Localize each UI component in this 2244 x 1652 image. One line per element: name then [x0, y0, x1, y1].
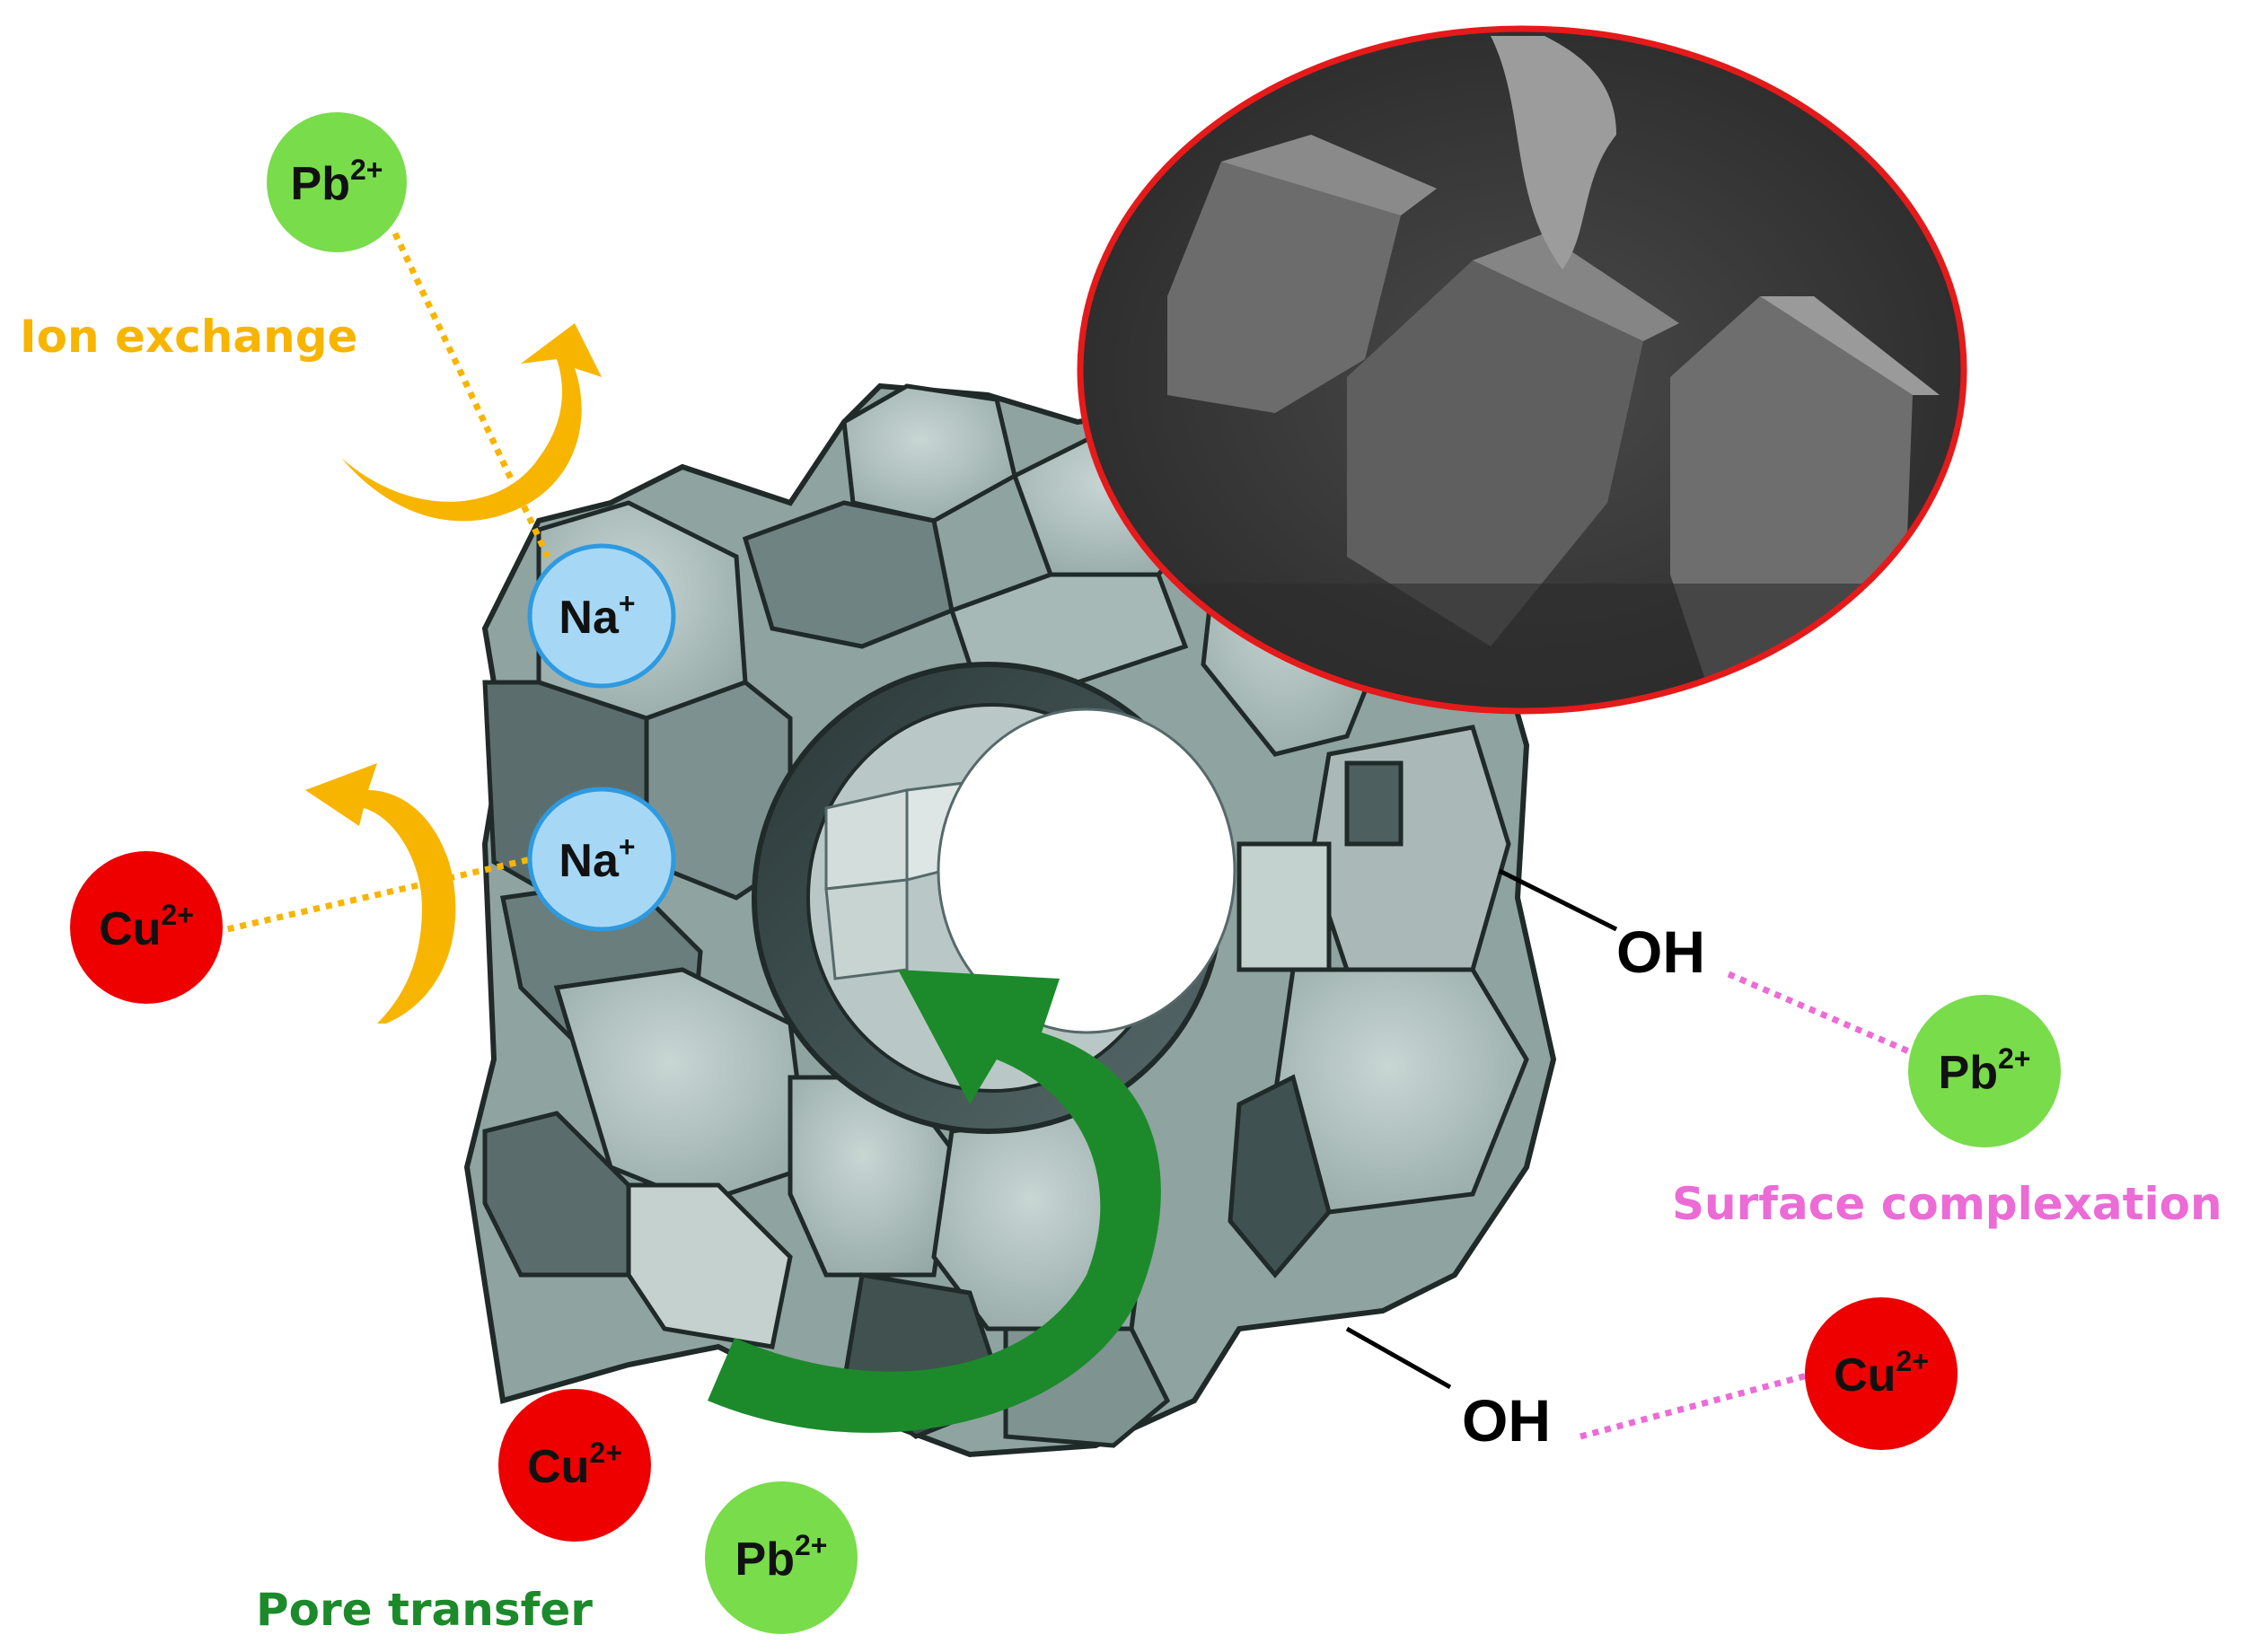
ion-pb-bottom: Pb2+ — [705, 1481, 858, 1634]
oh-label-lower: OH — [1462, 1387, 1551, 1454]
ion-exchange-arrow-in — [305, 763, 456, 1024]
svg-text:Pb2+: Pb2+ — [291, 154, 383, 210]
ion-charge: + — [619, 830, 636, 863]
sem-crystal — [1221, 135, 1437, 215]
ion-charge: 2+ — [1896, 1345, 1928, 1377]
connector-surface-lower — [1580, 1370, 1815, 1440]
ion-charge: 2+ — [589, 1437, 621, 1469]
ion-symbol: Cu — [1834, 1349, 1896, 1402]
sem-flake — [1491, 36, 1616, 269]
ion-cu-bottom: Cu2+ — [498, 1389, 651, 1542]
label-ion-exchange: Ion exchange — [20, 311, 357, 363]
ion-charge: 2+ — [1998, 1042, 2030, 1075]
pore-inner-face — [824, 878, 909, 980]
oh-label-upper: OH — [1616, 918, 1705, 985]
framework-face — [1236, 841, 1332, 972]
ion-na-top: Na+ — [527, 543, 676, 689]
ion-symbol: Cu — [527, 1441, 589, 1493]
connector-ion-exchange-left — [215, 854, 540, 936]
sem-inset-border — [1077, 25, 1967, 715]
svg-text:Cu2+: Cu2+ — [527, 1437, 622, 1493]
ion-cu-left: Cu2+ — [70, 851, 223, 1004]
framework-face — [626, 1182, 793, 1349]
ion-charge: + — [619, 587, 636, 620]
label-pore-transfer: Pore transfer — [256, 1584, 593, 1636]
svg-text:Pb2+: Pb2+ — [735, 1529, 828, 1586]
ion-symbol: Cu — [99, 903, 161, 955]
svg-text:Cu2+: Cu2+ — [99, 899, 194, 955]
ion-exchange-arrow-out — [341, 323, 602, 522]
pore-transfer-arrow — [708, 970, 1161, 1433]
ion-charge: 2+ — [795, 1529, 827, 1561]
ion-symbol: Pb — [291, 158, 350, 210]
svg-text:Cu2+: Cu2+ — [1834, 1345, 1929, 1402]
ion-na-mid: Na+ — [527, 786, 676, 932]
ion-pb-right: Pb2+ — [1908, 995, 2061, 1147]
sem-crystal — [1473, 233, 1679, 341]
ion-symbol: Pb — [735, 1533, 795, 1586]
label-surface-complexation: Surface complexation — [1672, 1178, 2222, 1230]
pore-inner-face — [824, 788, 909, 891]
svg-text:Na+: Na+ — [559, 830, 635, 887]
framework-face — [1344, 760, 1404, 847]
svg-text:Na+: Na+ — [559, 587, 635, 644]
ion-symbol: Na — [559, 592, 620, 644]
ion-pb-top: Pb2+ — [267, 112, 407, 252]
ion-symbol: Na — [559, 835, 620, 887]
sem-crystal — [1347, 260, 1643, 646]
ion-symbol: Pb — [1939, 1047, 1998, 1099]
sem-crystal — [1760, 296, 1940, 395]
ion-cu-right: Cu2+ — [1805, 1297, 1958, 1450]
ion-charge: 2+ — [161, 899, 193, 931]
pore-opening — [937, 707, 1236, 1034]
ion-charge: 2+ — [350, 154, 383, 186]
framework-face — [1228, 1074, 1332, 1279]
framework-face — [1308, 725, 1511, 972]
sem-crystal — [1167, 162, 1401, 413]
connector-ion-exchange-top — [392, 232, 551, 558]
connector-surface-upper — [1727, 971, 1919, 1059]
oh-bond-upper — [1498, 868, 1618, 932]
oh-bond-lower — [1345, 1326, 1452, 1390]
svg-text:Pb2+: Pb2+ — [1939, 1042, 2031, 1099]
